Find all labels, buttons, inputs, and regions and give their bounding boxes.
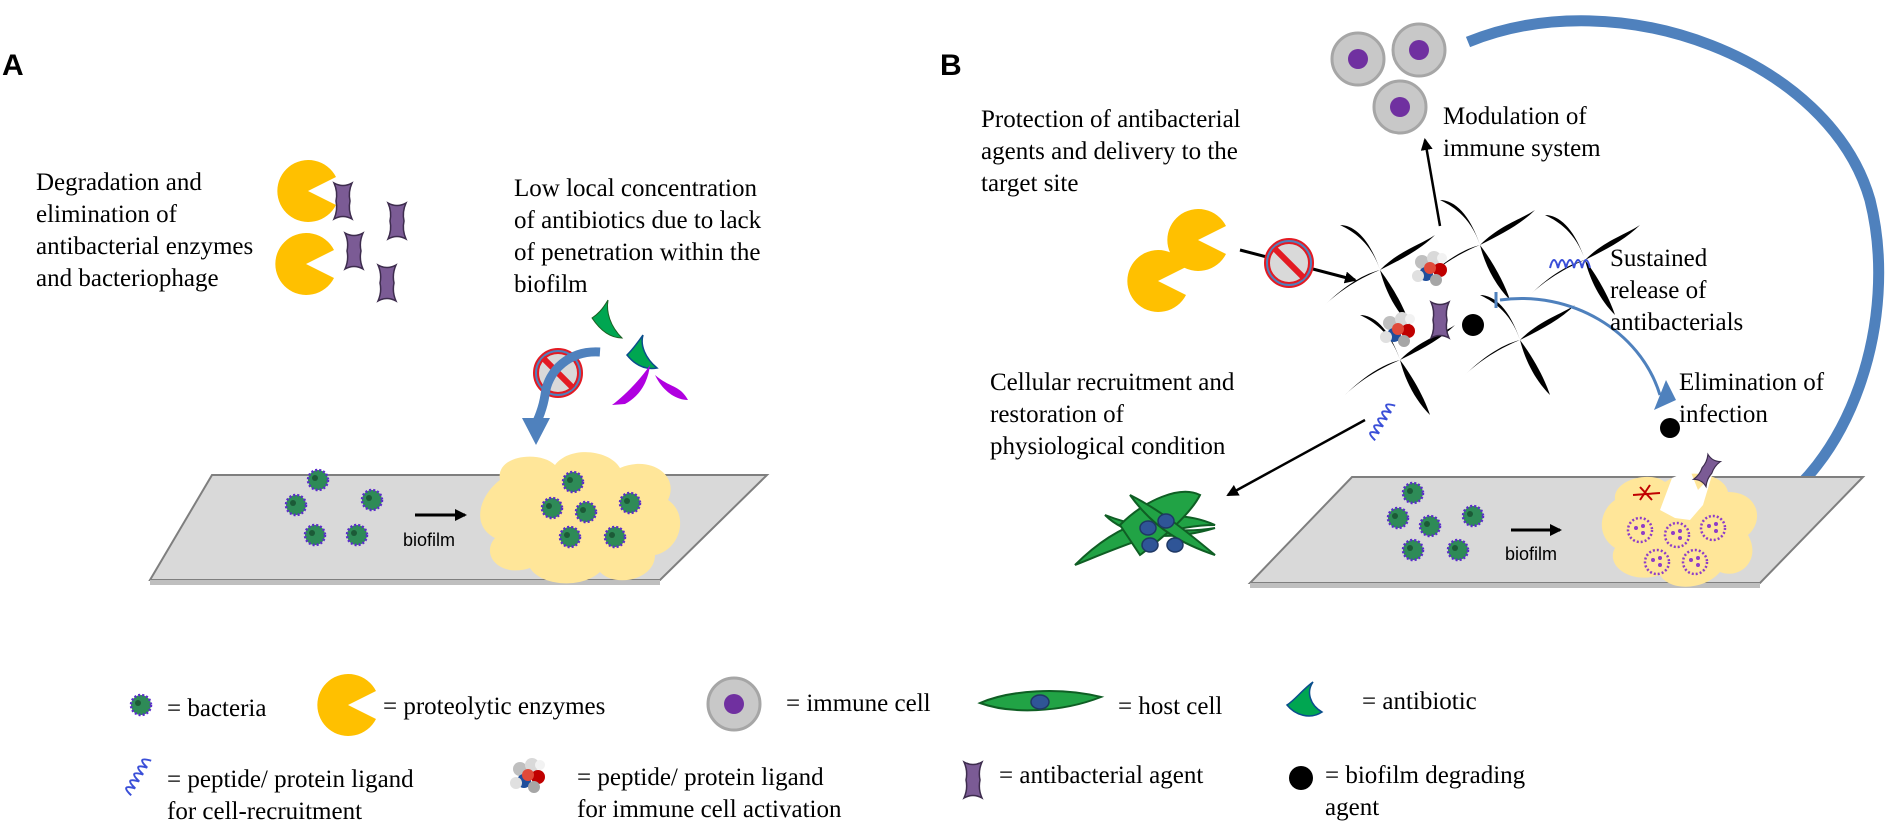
legend-antibiotic: = antibiotic (1362, 688, 1477, 715)
antibiotic-icon (655, 375, 688, 400)
antibacterial-agent-icon (377, 264, 397, 302)
legend-antibacterial: = antibacterial agent (999, 762, 1204, 789)
panel-label-b: B (940, 49, 962, 82)
panel-a-art (148, 160, 770, 585)
biofilm-label-b: biofilm (1505, 544, 1558, 564)
broken-bacterium-icon (1632, 484, 1661, 501)
low-concentration-text: Low local concentration of antibiotics d… (514, 175, 762, 298)
antibacterial-agent-icon (344, 232, 364, 270)
antibacterial-agent-icon (333, 182, 353, 220)
antibiotic-icon (591, 299, 624, 339)
big-return-arrow (1465, 15, 1885, 523)
legend-peptide-recruit: = peptide/ protein ligand for cell-recru… (167, 766, 414, 825)
protection-text: Protection of antibacterial agents and d… (981, 106, 1241, 197)
panel-b-art (123, 15, 1885, 799)
legend-immune: = immune cell (786, 690, 931, 717)
degrading-agent-icon (1660, 418, 1680, 438)
no-entry-icon (1267, 241, 1311, 285)
enzyme-icon (1127, 250, 1186, 312)
enzyme-icon (275, 233, 334, 295)
enzyme-icon (277, 160, 336, 222)
burst-icon (1660, 470, 1712, 520)
legend-degrading: = biofilm degrading agent (1325, 762, 1526, 821)
immune-cell-icon (1330, 31, 1386, 87)
legend-proteolytic: = proteolytic enzymes (383, 693, 606, 720)
degradation-text: Degradation and elimination of antibacte… (36, 169, 254, 292)
legend-art (123, 674, 1324, 799)
antibacterial-agent-icon (1430, 301, 1450, 339)
panel-label-a: A (2, 49, 24, 82)
modulation-text: Modulation of immune system (1443, 103, 1601, 162)
antibiotic-icon (625, 334, 659, 370)
elimination-text: Elimination of infection (1679, 369, 1825, 428)
immune-cell-icon (1391, 22, 1447, 78)
antibacterial-agent-icon (387, 202, 407, 240)
recruitment-text: Cellular recruitment and restoration of … (990, 369, 1235, 460)
peptide-ligand-immune-icon (1380, 312, 1415, 347)
biofilm-label-a: biofilm (403, 530, 456, 550)
degrading-agent-icon (1462, 314, 1484, 336)
immune-cell-icon (1372, 79, 1428, 135)
legend-bacteria: = bacteria (167, 695, 267, 722)
peptide-ligand-immune-icon (1412, 251, 1447, 286)
legend-host: = host cell (1118, 693, 1223, 720)
legend-peptide-immune: = peptide/ protein ligand for immune cel… (577, 764, 842, 823)
peptide-ligand-recruit-icon (1367, 400, 1397, 442)
antibiotic-icon (612, 365, 650, 405)
sustained-release-text: Sustained release of antibacterials (1610, 245, 1744, 336)
